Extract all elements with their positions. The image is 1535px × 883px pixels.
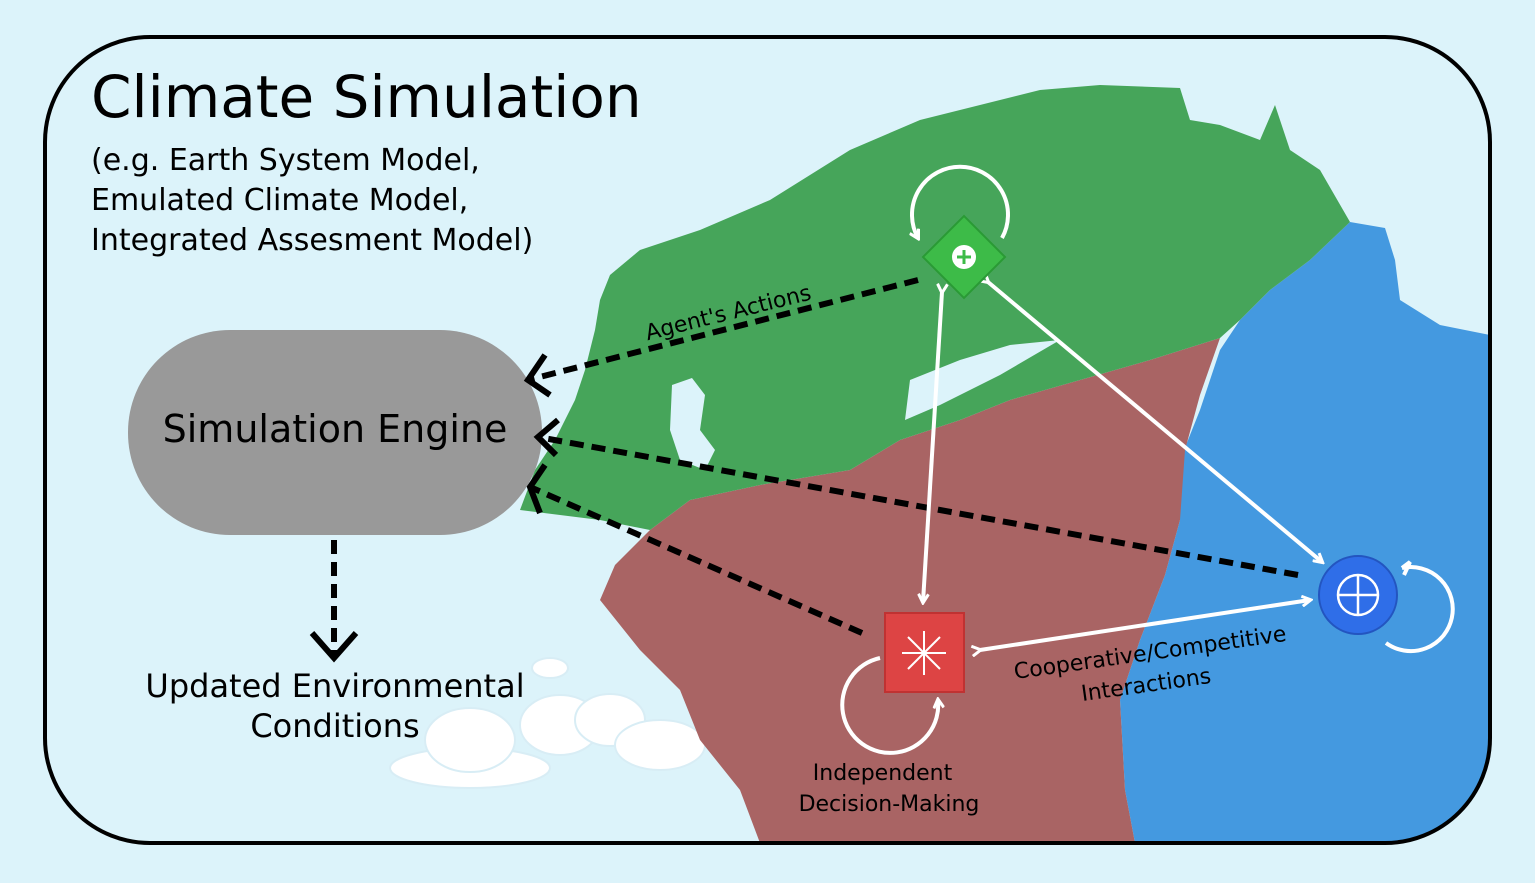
simulation-engine-shape xyxy=(128,330,542,535)
interaction-arrows xyxy=(840,164,1455,755)
decision-label-line-2: Decision-Making xyxy=(798,792,980,817)
simulation-engine-label: Simulation Engine xyxy=(162,407,508,451)
subtitle-line-3: Integrated Assesment Model) xyxy=(91,223,534,258)
decision-label-line-1: Independent xyxy=(812,761,953,786)
lake xyxy=(670,378,715,470)
clouds xyxy=(389,657,706,789)
subtitle-line-1: (e.g. Earth System Model, xyxy=(91,143,480,178)
blue-agent-icon xyxy=(1318,555,1398,635)
subtitle-line-2: Emulated Climate Model, xyxy=(91,183,469,218)
title: Climate Simulation xyxy=(91,63,642,131)
frame-border xyxy=(43,35,1492,845)
output-label-line-1: Updated Environmental xyxy=(145,667,525,705)
red-agent-icon xyxy=(884,612,965,693)
output-label-line-2: Conditions xyxy=(250,707,420,745)
green-agent-icon xyxy=(921,214,1007,300)
